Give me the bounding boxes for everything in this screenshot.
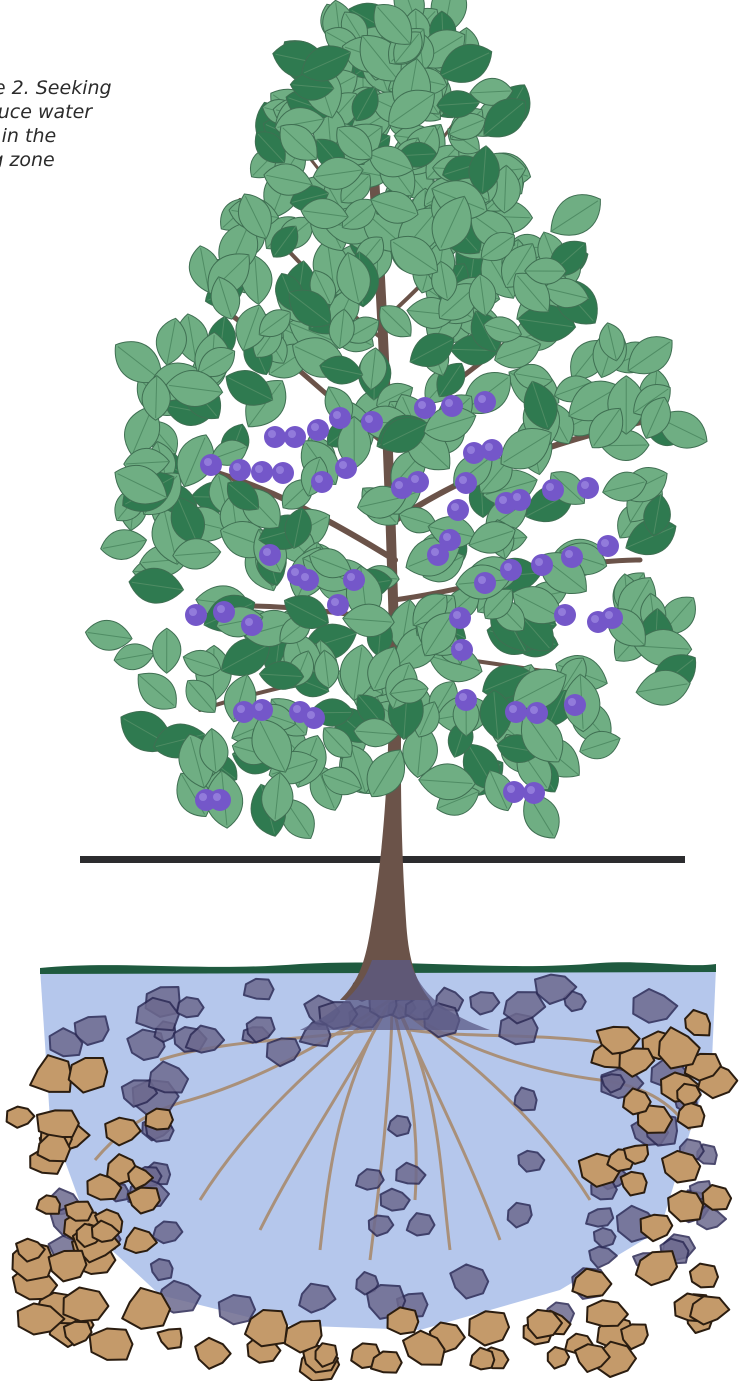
plum [213,601,235,623]
plum [441,395,463,417]
plum [500,559,522,581]
rock [703,1185,731,1210]
rock [469,1311,509,1345]
rock [690,1264,718,1288]
plum [526,702,548,724]
rock [195,1338,231,1369]
rock [244,979,274,999]
canopy-leaves [83,0,714,847]
plum [509,489,531,511]
plum [455,472,477,494]
rock [587,1300,628,1326]
leaf [128,663,186,719]
rock [388,1307,419,1334]
rock [37,1110,79,1137]
plum [451,639,473,661]
plum [335,457,357,479]
leaf [152,628,180,673]
rock [685,1010,710,1036]
rock [177,997,204,1017]
plum [523,782,545,804]
leaf [98,526,149,564]
plum [505,701,527,723]
rock [37,1195,61,1214]
rock [158,1329,182,1349]
plum [542,479,564,501]
plum [414,397,436,419]
rock [146,1109,173,1130]
plum [554,604,576,626]
plum [311,471,333,493]
plum [407,471,429,493]
plum [503,781,525,803]
plum [284,426,306,448]
rock [316,1343,338,1367]
plum [297,569,319,591]
plum [449,607,471,629]
plum [185,604,207,626]
rock [470,1348,494,1370]
rock [668,1191,703,1222]
plum [447,499,469,521]
plum [307,419,329,441]
plum [601,607,623,629]
rock [49,1251,87,1282]
plum [264,426,286,448]
plum [251,699,273,721]
rock [30,1055,71,1092]
plum [597,535,619,557]
plum [561,546,583,568]
plum [327,594,349,616]
plum [361,411,383,433]
rock [90,1329,133,1360]
plum [303,707,325,729]
plum [439,529,461,551]
plum [474,572,496,594]
plum [481,439,503,461]
plum [329,407,351,429]
plum [229,459,251,481]
plum [272,462,294,484]
plum [259,544,281,566]
rock [548,1347,569,1369]
plum [241,614,263,636]
rock [63,1288,108,1322]
plum [343,569,365,591]
plum [564,694,586,716]
plum [251,461,273,483]
plum [531,554,553,576]
rock [7,1107,35,1128]
plum [474,391,496,413]
plum [209,789,231,811]
plum [200,454,222,476]
plum [455,689,477,711]
plum [577,477,599,499]
